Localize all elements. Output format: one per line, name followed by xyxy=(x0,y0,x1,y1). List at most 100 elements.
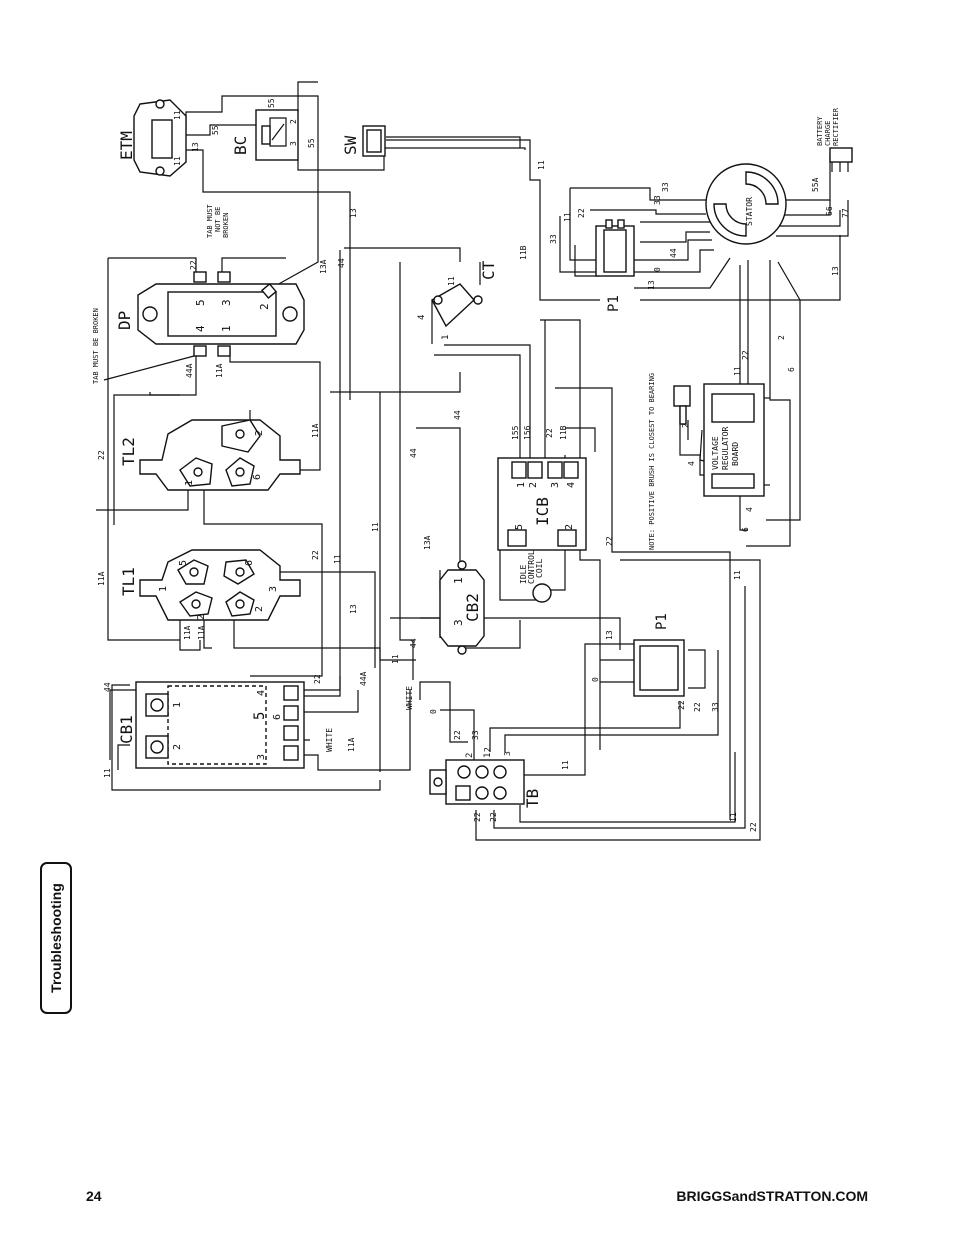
troubleshooting-tab: Troubleshooting xyxy=(40,862,72,1014)
ct-pin-2: 1 xyxy=(441,335,451,340)
idle-control-line3: COIL xyxy=(535,559,544,578)
etm-pin-1: 11 xyxy=(173,156,182,166)
wire-label: 44 xyxy=(337,258,346,268)
wire-label: 11B xyxy=(519,245,528,260)
wire-label: 13 xyxy=(647,280,656,290)
icb-label: ICB xyxy=(533,497,552,526)
wire-label: 13 xyxy=(349,604,358,614)
wire-label: 77 xyxy=(841,208,850,218)
wire-label: 11 xyxy=(563,212,572,222)
wire-label: 11 xyxy=(729,812,738,822)
wire-label: 155 xyxy=(511,425,520,440)
wire-label: 11 xyxy=(733,366,742,376)
etm-module: 11 11 ETM xyxy=(117,99,187,177)
wire-label: 33 xyxy=(661,182,670,192)
tl2-label: TL2 xyxy=(119,437,138,466)
tb-pin-1: 2 xyxy=(465,753,475,758)
wire-label: 22 xyxy=(189,260,198,270)
ct-label: CT xyxy=(479,260,498,280)
wire-label: 44 xyxy=(103,682,112,692)
cb1-pin-6: 6 xyxy=(272,714,283,720)
wire-label: 55A xyxy=(811,177,820,192)
wire-label: 55 xyxy=(307,138,316,148)
wire-label: 22 xyxy=(677,700,686,710)
icb-pin-1: 5 xyxy=(514,524,525,530)
wire-label: 13 xyxy=(349,208,358,218)
dp-label: DP xyxy=(115,311,134,330)
note-tab-not-broken-3: BROKEN xyxy=(222,213,230,238)
wire-label: 0 xyxy=(429,709,438,714)
dp-pin-3: 5 xyxy=(194,299,207,306)
wire-label: WHITE xyxy=(405,686,414,710)
battery-line3: RECTIFIER xyxy=(832,107,840,146)
cb1-label: CB1 xyxy=(117,715,136,744)
bc-label: BC xyxy=(231,136,250,155)
wire-label: 0 xyxy=(591,677,600,682)
wire-label: 13 xyxy=(605,630,614,640)
stator: STATOR xyxy=(705,163,787,245)
note-positive-brush: NOTE: POSITIVE BRUSH IS CLOSEST TO BEARI… xyxy=(648,373,656,550)
wire-label: 11 xyxy=(447,276,456,286)
cb2-pin-2: 3 xyxy=(452,619,465,626)
wire-label: 4 xyxy=(687,461,696,466)
dp-pin-5: 2 xyxy=(258,303,271,310)
wire-label: 22 xyxy=(97,450,106,460)
wire-label: 11A xyxy=(183,625,192,640)
wire-label: 11A xyxy=(197,625,206,640)
bc-component: BC 2 3 xyxy=(231,109,299,161)
wire-label: 2 xyxy=(681,423,690,428)
wire-label: 22 xyxy=(453,730,462,740)
wire-label: 13A xyxy=(319,259,328,274)
wire-label: 22 xyxy=(693,702,702,712)
wire-label: 22 xyxy=(473,812,482,822)
tl1-pin-2: 2 xyxy=(254,606,265,612)
dp-distribution-panel: DP 4 1 5 3 2 xyxy=(115,271,305,357)
page-number: 24 xyxy=(86,1188,102,1204)
wire-label: 11 xyxy=(371,522,380,532)
wire-label: 22 xyxy=(605,536,614,546)
cb1-pin-3: 3 xyxy=(256,754,267,760)
dp-pin-2: 1 xyxy=(220,325,233,332)
wire-label: 2 xyxy=(777,335,786,340)
wire-label: 11 xyxy=(733,570,742,580)
bc-pin-1: 3 xyxy=(289,141,298,146)
wire-label: 0 xyxy=(653,267,662,272)
wire-label: 44A xyxy=(359,671,368,686)
tl2-pin-2: 6 xyxy=(252,474,263,480)
wire-labels: 55 13 55 55 11 13 44 13A 11B 11 44A 11A … xyxy=(97,98,850,832)
wire-label: 33 xyxy=(711,702,720,712)
idle-control-line2: CONTROL xyxy=(527,550,536,584)
dp-pin-1: 4 xyxy=(194,325,207,332)
wiring xyxy=(96,81,849,841)
wire-label: 11 xyxy=(333,554,342,564)
cb1-pin-2: 1 xyxy=(172,702,183,708)
wire-label: 33 xyxy=(471,730,480,740)
dp-pin-4: 3 xyxy=(220,299,233,306)
wire-label: 11B xyxy=(559,425,568,440)
battery-line2: CHARGE xyxy=(824,121,832,146)
wire-label: 22 xyxy=(577,208,586,218)
cb2-breaker: CB2 1 3 xyxy=(439,560,485,655)
wire-label: 11 xyxy=(537,160,546,170)
wire-label: 11A xyxy=(311,423,320,438)
tl1-pin-5: 3 xyxy=(268,586,279,592)
wire-label: 11A xyxy=(347,737,356,752)
wire-label: 11 xyxy=(561,760,570,770)
icb-pin-6: 4 xyxy=(566,482,577,488)
wire-label: 44 xyxy=(409,448,418,458)
sw-label: SW xyxy=(341,135,360,155)
wire-label: 13 xyxy=(191,142,200,152)
p1-mid-label: P1 xyxy=(654,613,670,630)
p1-connector-top: P1 xyxy=(595,219,635,312)
icb-pin-4: 2 xyxy=(528,482,539,488)
ct-pin-1: 4 xyxy=(417,315,427,320)
etm-pin-2: 11 xyxy=(173,110,182,120)
cb1-pin-4: 4 xyxy=(256,690,267,696)
wire-label: 2 xyxy=(483,747,492,752)
wire-label: 13A xyxy=(423,535,432,550)
wire-label: 22 xyxy=(313,674,322,684)
wire-label: 22 xyxy=(749,822,758,832)
battery-line1: BATTERY xyxy=(816,116,824,146)
voltage-regulator-board: VOLTAGE REGULATOR BOARD xyxy=(673,383,765,497)
